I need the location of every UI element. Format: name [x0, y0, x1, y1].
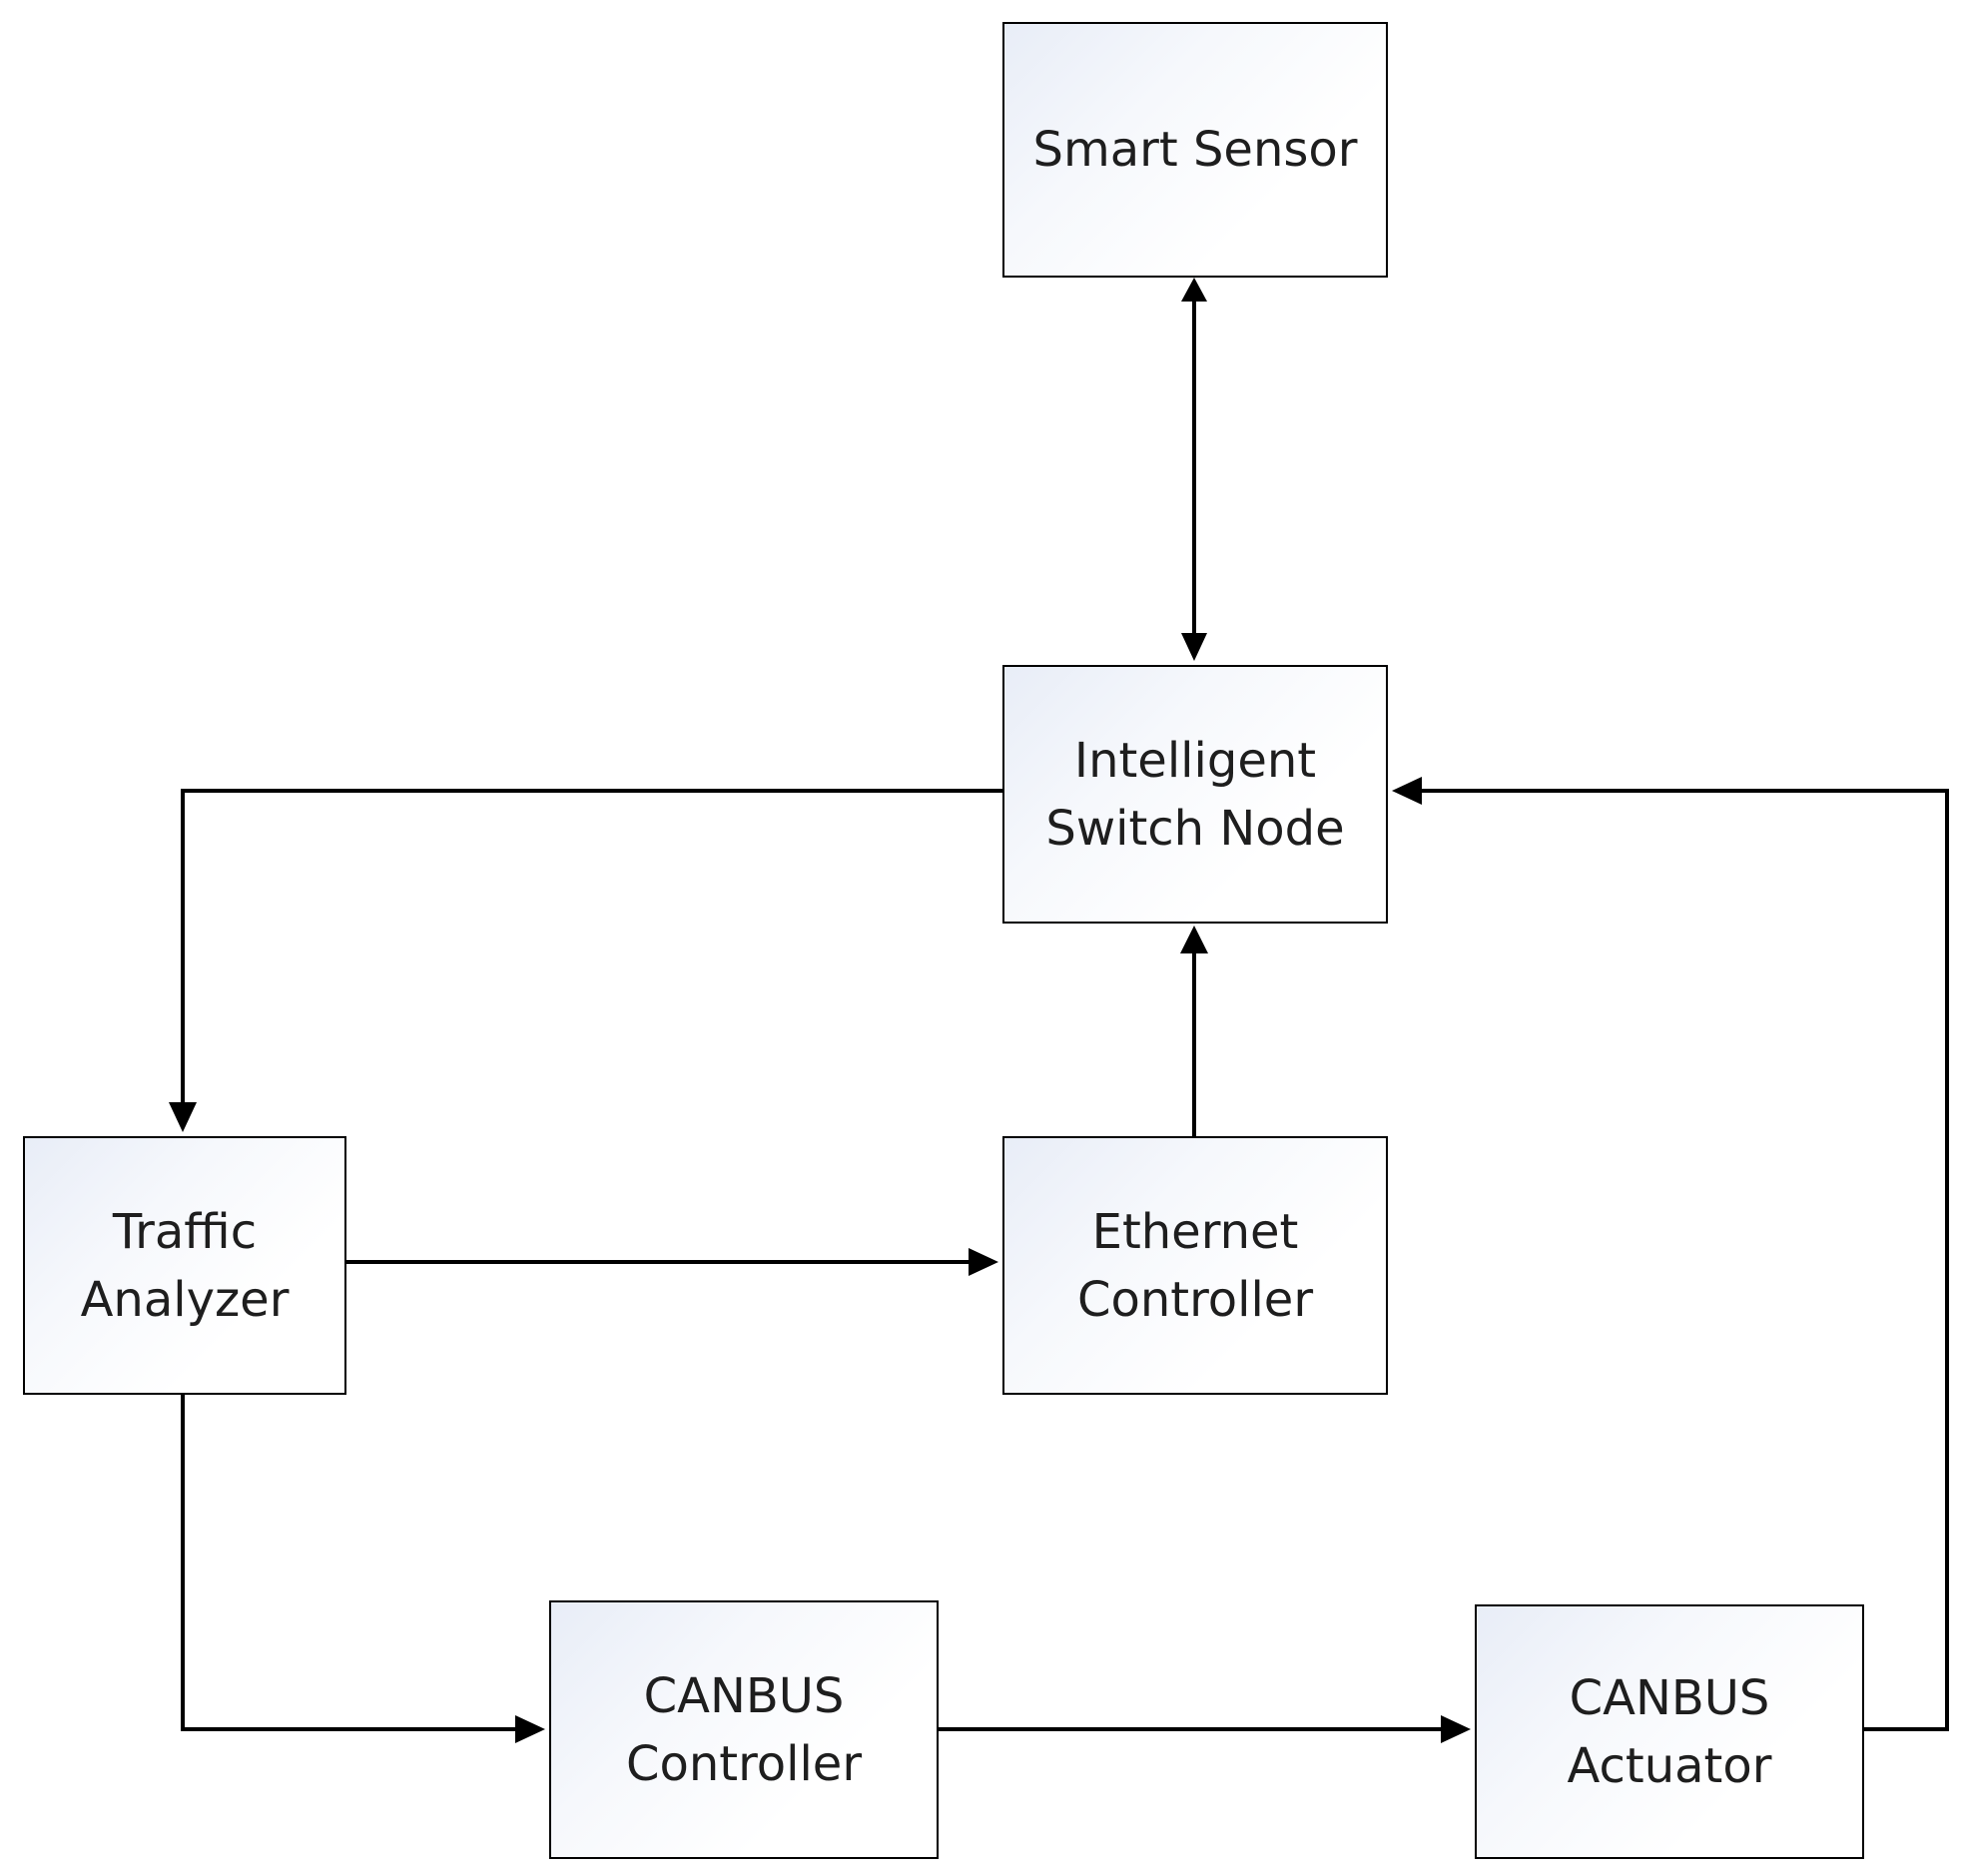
arrowhead-right-ethernet: [969, 1248, 998, 1276]
node-label: CANBUS: [1569, 1669, 1770, 1726]
node-ethernet-controller: Ethernet Controller: [1002, 1136, 1388, 1395]
edge-traffic-canbus-ctrl: [181, 1391, 515, 1731]
node-canbus-actuator: CANBUS Actuator: [1475, 1604, 1864, 1859]
node-label: Controller: [1076, 1271, 1314, 1328]
arrowhead-left-switch: [1392, 777, 1422, 805]
arrowhead-down-traffic: [169, 1102, 197, 1132]
edge-canbus-act-switch: [1422, 789, 1949, 1731]
arrowhead-up-switch: [1180, 926, 1208, 953]
edge-switch-traffic: [181, 789, 1002, 1104]
node-label: Traffic: [112, 1203, 258, 1260]
node-label: Smart Sensor: [1032, 122, 1358, 178]
arrowhead-down-switch: [1181, 633, 1207, 661]
node-label: Actuator: [1567, 1737, 1772, 1794]
arrowhead-right-canbus-ctrl: [515, 1715, 545, 1743]
node-label: Switch Node: [1045, 800, 1345, 857]
node-label: Intelligent: [1073, 732, 1317, 789]
node-label: Analyzer: [80, 1271, 290, 1328]
node-label: CANBUS: [643, 1667, 845, 1724]
node-traffic-analyzer: Traffic Analyzer: [23, 1136, 346, 1395]
arrowhead-up-sensor: [1181, 278, 1207, 302]
node-label: Controller: [625, 1735, 863, 1792]
arrowhead-right-canbus-act: [1441, 1715, 1471, 1743]
node-smart-sensor: Smart Sensor: [1002, 22, 1388, 278]
node-intelligent-switch-node: Intelligent Switch Node: [1002, 665, 1388, 924]
node-label: Ethernet: [1091, 1203, 1299, 1260]
node-canbus-controller: CANBUS Controller: [549, 1600, 939, 1859]
